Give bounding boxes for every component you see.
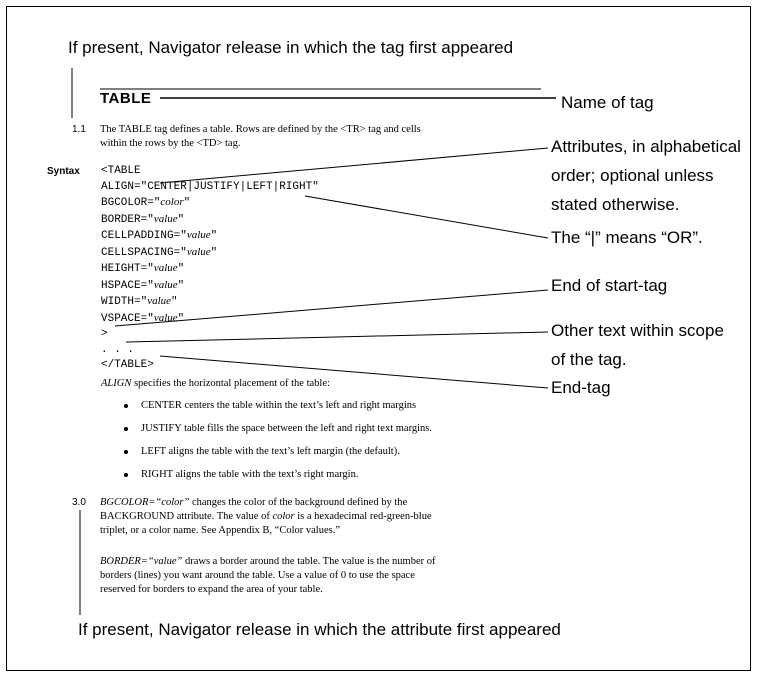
bullet-item: CENTER centers the table within the text… — [141, 400, 417, 411]
syntax-label: Syntax — [47, 166, 80, 177]
syntax-attr-cellpadding: CELLPADDING="value" — [101, 228, 319, 245]
attr-name: CELLSPACING=" — [101, 246, 187, 259]
top-callout: If present, Navigator release in which t… — [68, 38, 514, 57]
bgcolor-line: BACKGROUND attribute. The value of color… — [100, 510, 432, 524]
color-term: color — [272, 511, 295, 522]
intro-paragraph: The TABLE tag defines a table. Rows are … — [100, 123, 421, 151]
syntax-dots: . . . — [101, 343, 135, 356]
bullet-icon — [124, 427, 128, 431]
or-callout: The “|” means “OR”. — [551, 228, 703, 247]
attr-name: HSPACE=" — [101, 279, 154, 292]
attributes-callout: Attributes, in alphabetical order; optio… — [551, 132, 741, 219]
syntax-attr-height: HEIGHT="value" — [101, 261, 319, 278]
border-term: BORDER=“value” — [100, 556, 183, 567]
bgcolor-description: BGCOLOR=“color” changes the color of the… — [100, 496, 432, 538]
or-leader — [304, 195, 549, 239]
attr-close: " — [177, 312, 185, 325]
attr-name: VSPACE=" — [101, 312, 154, 325]
other-text-callout-line: Other text within scope — [551, 321, 724, 340]
align-description: ALIGN specifies the horizontal placement… — [101, 377, 330, 391]
bgcolor-text: changes the color of the background defi… — [189, 497, 408, 508]
align-text: specifies the horizontal placement of th… — [131, 378, 330, 389]
bgcolor-text: is a hexadecimal red-green-blue — [294, 511, 432, 522]
attr-value: color — [160, 196, 184, 208]
version-label: 1.1 — [72, 124, 86, 135]
align-term: ALIGN — [101, 378, 132, 389]
attr-value: value — [153, 262, 178, 274]
syntax-attr-hspace: HSPACE="value" — [101, 278, 319, 295]
syntax-attr-bgcolor: BGCOLOR="color" — [101, 195, 319, 212]
bgcolor-text: BACKGROUND attribute. The value of — [100, 511, 273, 522]
end-start-tag-leader — [114, 289, 549, 327]
name-of-tag-callout: Name of tag — [561, 93, 654, 112]
syntax-align: ALIGN="CENTER|JUSTIFY|LEFT|RIGHT" — [101, 180, 319, 193]
intro-line: within the rows by the <TD> tag. — [100, 138, 241, 149]
end-tag-callout: End-tag — [551, 378, 611, 397]
syntax-attr-width: WIDTH="value" — [101, 294, 319, 311]
bottom-callout: If present, Navigator release in which t… — [78, 620, 561, 639]
attr-value: value — [186, 229, 211, 241]
bullet-icon — [124, 404, 128, 408]
bullet-icon — [124, 473, 128, 477]
other-text-callout: Other text within scope of the tag. — [551, 316, 724, 374]
attr-close: " — [171, 296, 178, 308]
other-text-leader — [125, 331, 549, 343]
syntax-close: </TABLE> — [101, 359, 154, 371]
end-tag-leader — [159, 355, 549, 389]
other-text-callout-line: of the tag. — [551, 350, 627, 369]
bgcolor-line: triplet, or a color name. See Appendix B… — [100, 525, 340, 536]
tag-title: TABLE — [100, 90, 152, 107]
attributes-callout-line: Attributes, in alphabetical — [551, 137, 741, 156]
attr-close: " — [177, 263, 185, 275]
border-text: draws a border around the table. The val… — [182, 556, 436, 567]
attributes-callout-line: stated otherwise. — [551, 195, 680, 214]
bullet-icon — [124, 450, 128, 454]
bgcolor-line: BGCOLOR=“color” changes the color of the… — [100, 496, 432, 510]
syntax-attr-border: BORDER="value" — [101, 212, 319, 229]
attr-name: BORDER=" — [101, 213, 154, 226]
attr-close: " — [210, 246, 218, 259]
attributes-callout-line: order; optional unless — [551, 166, 714, 185]
attr-value: value — [153, 311, 178, 324]
border-description: BORDER=“value” draws a border around the… — [100, 555, 436, 597]
bullet-item: JUSTIFY table fills the space between th… — [141, 423, 433, 434]
border-line: BORDER=“value” draws a border around the… — [100, 555, 436, 569]
attr-value: value — [153, 278, 178, 291]
attr-close: " — [177, 213, 185, 226]
attr-value: value — [147, 295, 172, 307]
syntax-attr-cellspacing: CELLSPACING="value" — [101, 245, 319, 262]
bullet-item: RIGHT aligns the table with the text’s r… — [141, 469, 359, 480]
attr-name: CELLPADDING=" — [101, 230, 187, 242]
end-start-tag-callout: End of start-tag — [551, 276, 668, 295]
syntax-block: <TABLE ALIGN="CENTER|JUSTIFY|LEFT|RIGHT"… — [101, 164, 319, 374]
attr-value: value — [153, 212, 178, 225]
attr-name: WIDTH=" — [101, 296, 148, 308]
attr-close: " — [210, 230, 218, 242]
syntax-attr-vspace: VSPACE="value" — [101, 311, 319, 328]
attr-value: value — [186, 245, 211, 258]
syntax-open: <TABLE — [101, 165, 141, 177]
border-line: reserved for borders to expand the area … — [100, 584, 323, 595]
attr-close: " — [183, 197, 191, 209]
syntax-gt: > — [101, 328, 108, 340]
attr-name: HEIGHT=" — [101, 263, 154, 275]
attr-close: " — [177, 279, 185, 292]
bullet-item: LEFT aligns the table with the text’s le… — [141, 446, 400, 457]
attributes-leader — [159, 147, 549, 184]
attr-name: BGCOLOR=" — [101, 197, 161, 209]
bgcolor-term: BGCOLOR=“color” — [100, 497, 190, 508]
intro-line: The TABLE tag defines a table. Rows are … — [100, 124, 421, 135]
attribute-version-label: 3.0 — [72, 497, 86, 508]
figure-frame — [6, 6, 751, 671]
border-line: borders (lines) you want around the tabl… — [100, 570, 415, 581]
